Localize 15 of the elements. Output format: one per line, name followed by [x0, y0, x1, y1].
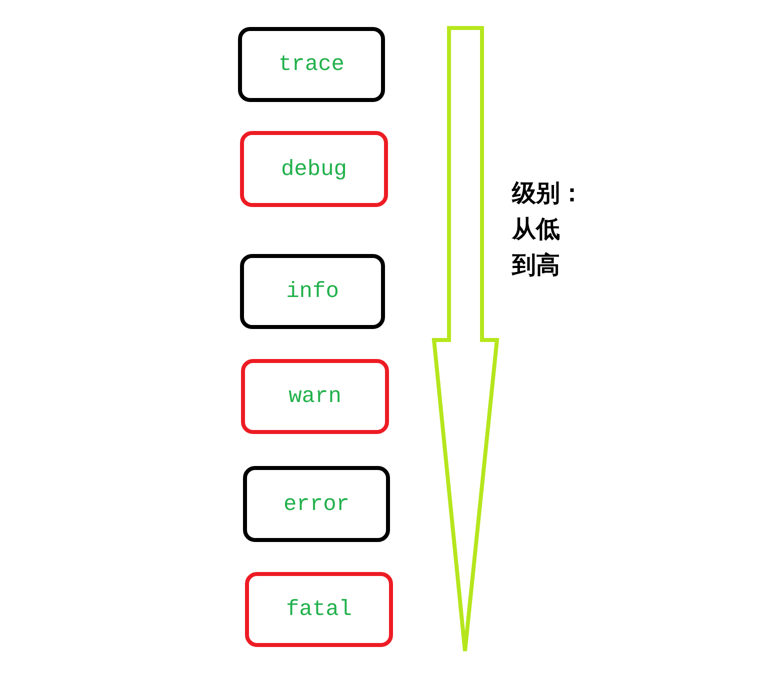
- level-box: [240, 254, 385, 329]
- level-name: fatal: [286, 596, 352, 624]
- note-text: 从低: [512, 215, 561, 245]
- level-name: warn: [288, 383, 342, 411]
- level-box: [243, 466, 390, 542]
- level-box: [240, 131, 388, 207]
- level-box: [245, 572, 393, 647]
- level-name: trace: [278, 51, 344, 79]
- note-text: 到高: [512, 251, 561, 281]
- level-box: [241, 359, 389, 434]
- level-name: debug: [280, 156, 347, 184]
- note-text: 级别：: [512, 179, 584, 209]
- level-name: info: [286, 278, 339, 306]
- level-box: [238, 27, 385, 102]
- level-name: error: [283, 490, 350, 518]
